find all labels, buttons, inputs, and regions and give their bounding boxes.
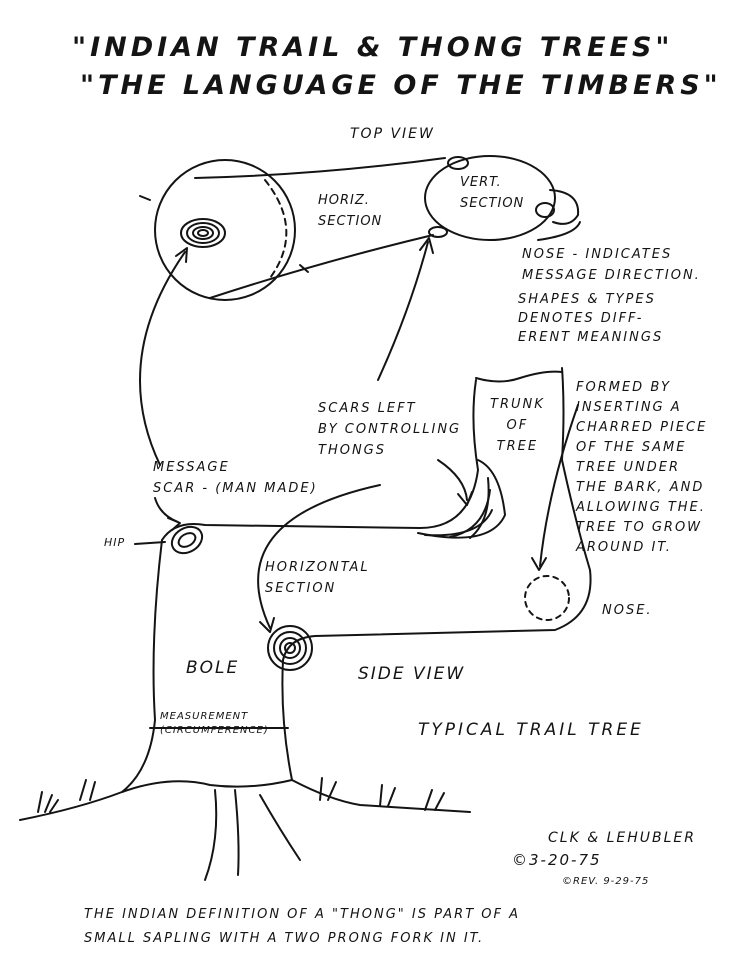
top-view-drawing	[139, 155, 580, 301]
root	[234, 789, 240, 876]
scar-ring	[273, 631, 307, 665]
knot-mark	[428, 226, 448, 238]
vert-section-label: VERT. SECTION	[460, 175, 525, 211]
side-view-label: SIDE VIEW	[358, 664, 466, 684]
dashed-section-arc	[264, 179, 288, 279]
arrow-charred-piece	[539, 404, 579, 567]
arrowhead	[175, 247, 188, 263]
typical-trail-tree-label: TYPICAL TRAIL TREE	[418, 720, 644, 740]
knot-mark	[447, 156, 469, 170]
scar-ring	[279, 637, 301, 659]
horiz-section-label: HORIZ. SECTION	[318, 193, 383, 229]
charred-piece-note: FORMED BY INSERTING A CHARRED PIECE OF T…	[576, 380, 708, 555]
thong-scar-lower	[267, 625, 313, 671]
top-view-heading: TOP VIEW	[350, 126, 435, 142]
arrow-to-vert-section	[377, 241, 429, 381]
thong-scar-bend	[417, 459, 506, 539]
measurement-label: MEASUREMENT (CIRCUMFERENCE)	[160, 711, 269, 736]
footer-line1: THE INDIAN DEFINITION OF A "THONG" IS PA…	[84, 907, 521, 922]
scar-ring	[192, 226, 214, 240]
shapes-types-note: SHAPES & TYPES DENOTES DIFF- ERENT MEANI…	[518, 292, 664, 345]
trunk-of-tree-label: TRUNK OF TREE	[490, 397, 545, 454]
hip-scar	[170, 525, 204, 555]
bole-label: BOLE	[186, 658, 240, 678]
hip-label: HIP	[104, 536, 126, 549]
arrow-to-top-scar	[139, 251, 186, 466]
horizontal-section-label: HORIZONTAL SECTION	[265, 560, 370, 596]
diagram-title-line1: "INDIAN TRAIL & THONG TREES"	[72, 32, 674, 63]
trunk-top	[475, 370, 563, 383]
knot-mark	[535, 202, 555, 218]
arrow-hip-label	[134, 541, 166, 545]
nose-direction-note: NOSE - INDICATES MESSAGE DIRECTION.	[522, 247, 701, 283]
ground-line	[19, 779, 471, 821]
arrowhead	[419, 237, 434, 254]
grass	[37, 791, 59, 813]
credit-revision: ©REV. 9-29-75	[562, 876, 650, 887]
scar-ring	[197, 229, 209, 237]
grass	[79, 779, 96, 801]
scars-left-note: SCARS LEFT BY CONTROLLING THONGS	[318, 401, 462, 458]
arrowhead	[259, 617, 275, 633]
arrow-nose-note	[537, 221, 581, 241]
grass	[379, 784, 396, 807]
arrowhead	[167, 517, 181, 531]
nose-bulge	[549, 189, 580, 225]
arrowhead	[531, 557, 547, 571]
horizontal-band	[194, 157, 446, 179]
nose-dashed-circle	[524, 575, 570, 621]
grass	[424, 789, 445, 811]
arrowhead	[457, 491, 473, 506]
scar-ring	[186, 222, 220, 244]
message-scar-label: MESSAGE SCAR - (MAN MADE)	[153, 460, 318, 496]
arrow-to-bend-scar	[437, 459, 468, 501]
vertical-section-ellipse	[424, 155, 556, 241]
scar-rings-top	[180, 218, 226, 248]
horizontal-top-edge	[161, 379, 479, 541]
horizontal-band	[209, 234, 434, 299]
grass	[319, 777, 337, 801]
footer-line2: SMALL SAPLING WITH A TWO PRONG FORK IN I…	[84, 931, 485, 946]
trunk-cross-section	[154, 159, 296, 301]
diagram-title-line2: "THE LANGUAGE OF THE TIMBERS"	[80, 70, 722, 101]
scar-ring	[284, 642, 296, 654]
credit-date: ©3-20-75	[512, 851, 602, 869]
scar-line	[469, 477, 490, 539]
side-view-drawing	[19, 367, 592, 881]
leader-arrows	[134, 221, 581, 633]
arrow-to-hip	[154, 497, 179, 523]
root	[259, 794, 301, 861]
credit-author: CLK & LEHUBLER	[548, 830, 696, 846]
nose-label: NOSE.	[602, 603, 653, 618]
bole-left-edge	[121, 539, 163, 793]
root	[204, 789, 218, 881]
ray-mark	[139, 195, 151, 201]
arrow-to-lower-scar	[257, 484, 381, 629]
scar-ring	[177, 532, 197, 548]
